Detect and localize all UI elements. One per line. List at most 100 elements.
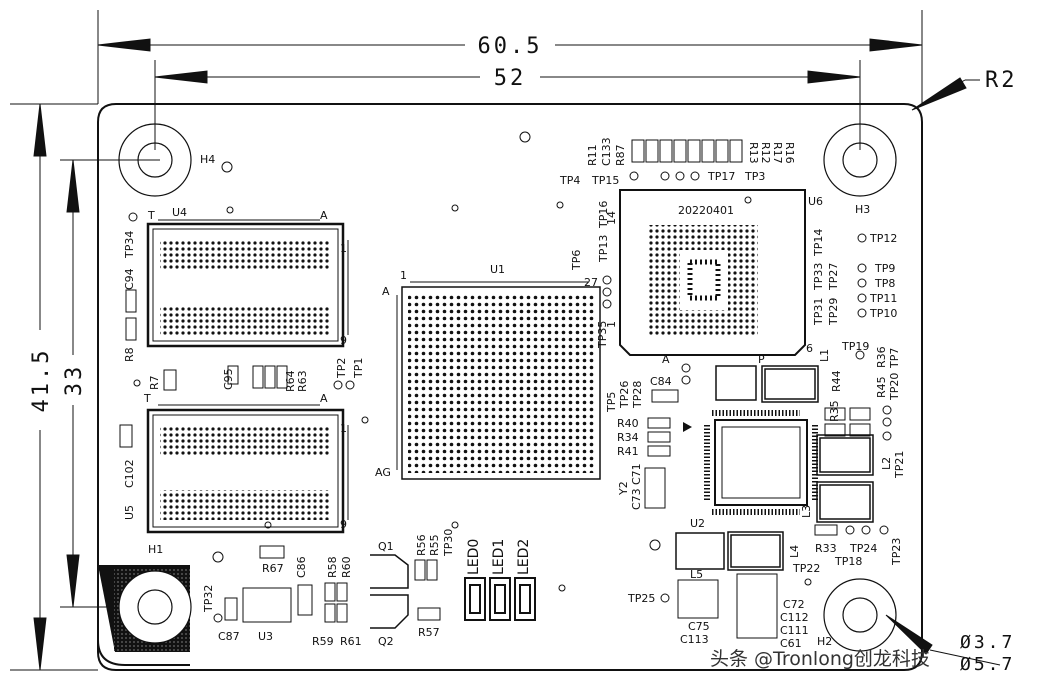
- label-l1: L1: [818, 349, 831, 362]
- label-c111: C111: [780, 624, 809, 637]
- dim-overall-width: 60.5: [478, 34, 543, 59]
- label-u4: U4: [172, 206, 187, 219]
- u1-pin-1: 1: [400, 269, 407, 282]
- label-tp10: TP10: [869, 307, 897, 320]
- u5-pin-1: 1: [340, 422, 347, 435]
- label-c87: C87: [218, 630, 240, 643]
- chip-u1: [396, 281, 601, 480]
- label-tp28: TP28: [631, 381, 644, 409]
- label-u2: U2: [690, 517, 705, 530]
- label-r33: R33: [815, 542, 837, 555]
- label-r58: R58: [326, 556, 339, 578]
- label-c86: C86: [295, 556, 308, 578]
- label-tp2: TP2: [335, 358, 348, 379]
- small-pads: [119, 289, 871, 639]
- led1-label: LED1: [491, 539, 507, 575]
- u4-pin-1: 1: [340, 242, 347, 255]
- label-c112: C112: [780, 611, 809, 624]
- label-q1: Q1: [378, 540, 394, 553]
- mounting-hole-h2: [823, 578, 897, 652]
- label-tp5: TP5: [605, 392, 618, 413]
- label-c95: C95: [222, 368, 235, 390]
- u6-pin-1: 1: [605, 321, 618, 328]
- label-tp9: TP9: [874, 262, 895, 275]
- label-tp17: TP17: [707, 170, 735, 183]
- label-tp18: TP18: [834, 555, 862, 568]
- label-p: P: [758, 353, 765, 366]
- dim-hole-spacing-y: 33: [62, 364, 87, 397]
- label-r60: R60: [340, 556, 353, 578]
- label-r12: R12: [759, 142, 772, 164]
- label-r45: R45: [875, 376, 888, 398]
- led2-label: LED2: [516, 539, 532, 575]
- label-tp13: TP13: [597, 235, 610, 263]
- u4-pin-9: 9: [340, 334, 347, 347]
- dim-corner-radius: R2: [985, 68, 1018, 93]
- dim-hole-spacing-x: 52: [494, 66, 527, 91]
- label-h2: H2: [817, 635, 832, 648]
- chip-u6: [619, 189, 806, 356]
- dim-hole-dia-inner: Ø5.7: [960, 654, 1015, 675]
- test-points: [128, 131, 892, 623]
- label-r17: R17: [771, 142, 784, 164]
- mounting-hole-h3: [823, 123, 897, 197]
- label-tp19: TP19: [841, 340, 869, 353]
- label-tp32: TP32: [202, 585, 215, 613]
- label-r64: R64: [284, 370, 297, 392]
- label-r44: R44: [830, 370, 843, 392]
- label-c72: C72: [783, 598, 805, 611]
- label-tp14: TP14: [812, 229, 825, 257]
- component-labels: R11 C133 R87 R13 R12 R17 R16 TP4 TP15 TP…: [123, 137, 906, 650]
- label-tp1: TP1: [352, 358, 365, 379]
- label-tp35: TP35: [596, 321, 609, 349]
- label-tp27: TP27: [827, 263, 840, 291]
- label-tp29: TP29: [827, 298, 840, 326]
- label-c102: C102: [123, 459, 136, 488]
- u4-pin-a: A: [320, 209, 328, 222]
- label-tp4: TP4: [559, 174, 580, 187]
- label-u6: U6: [808, 195, 823, 208]
- label-h3: H3: [855, 203, 870, 216]
- u1-row-a: A: [382, 285, 390, 298]
- label-c94: C94: [123, 268, 136, 290]
- label-r13: R13: [747, 142, 760, 164]
- label-tp31: TP31: [812, 298, 825, 326]
- u1-pin-27: 27: [584, 276, 598, 289]
- label-tp33: TP33: [812, 263, 825, 291]
- dim-hole-dia-outer: Ø3.7: [960, 632, 1015, 653]
- label-c84: C84: [650, 375, 672, 388]
- label-r63: R63: [296, 370, 309, 392]
- label-u3: U3: [258, 630, 273, 643]
- label-r16: R16: [783, 142, 796, 164]
- u6-pin-14: 14: [605, 211, 618, 225]
- label-tp6: TP6: [570, 250, 583, 271]
- label-tp21: TP21: [893, 451, 906, 479]
- chip-qfn: [683, 410, 818, 515]
- label-tp26: TP26: [618, 381, 631, 409]
- label-u5: U5: [123, 505, 136, 520]
- label-c73: C73: [630, 488, 643, 510]
- mounting-hole-h1: [97, 565, 192, 666]
- label-a: A: [662, 353, 670, 366]
- label-r67: R67: [262, 562, 284, 575]
- label-l4: L4: [788, 545, 801, 558]
- label-r41: R41: [617, 445, 639, 458]
- board-outline: [97, 103, 923, 671]
- label-r36: R36: [875, 346, 888, 368]
- label-tp7: TP7: [888, 348, 901, 369]
- label-r61: R61: [340, 635, 362, 648]
- label-tp8: TP8: [874, 277, 895, 290]
- label-tp20: TP20: [888, 373, 901, 401]
- label-c113: C113: [680, 633, 709, 646]
- label-u1: U1: [490, 263, 505, 276]
- label-c61: C61: [780, 637, 802, 650]
- label-r56: R56: [415, 534, 428, 556]
- label-tp23: TP23: [890, 538, 903, 566]
- u1-row-ag: AG: [375, 466, 391, 479]
- u6-date: 20220401: [678, 204, 734, 217]
- dimension-lines: [10, 10, 1001, 671]
- label-r7: R7: [148, 375, 161, 390]
- label-c71: C71: [630, 463, 643, 485]
- label-tp15: TP15: [591, 174, 619, 187]
